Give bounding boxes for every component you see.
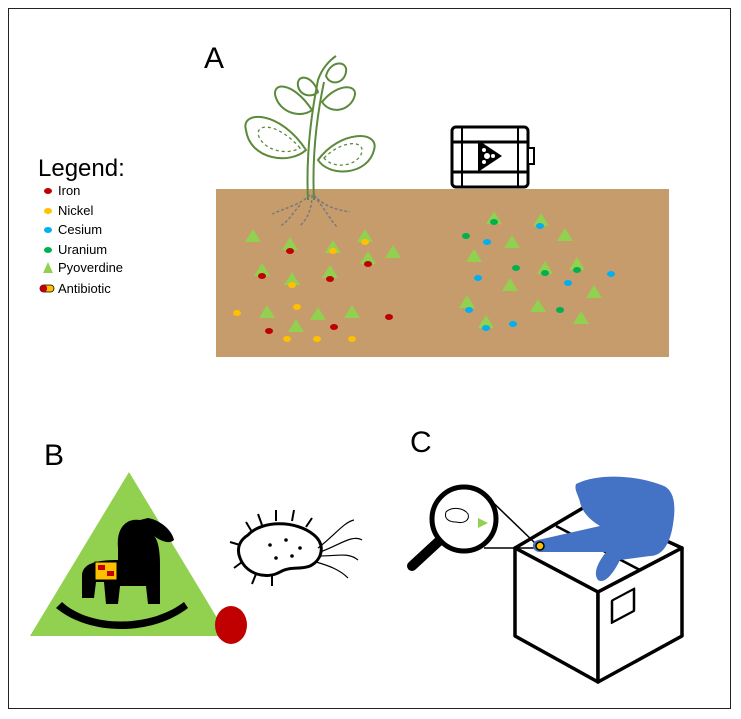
iron-marker — [326, 276, 334, 282]
legend-label: Cesium — [58, 222, 102, 237]
legend-label: Antibiotic — [58, 281, 111, 296]
pyoverdine-marker — [284, 272, 300, 285]
legend: Legend: IronNickelCesiumUraniumPyoverdin… — [38, 155, 125, 296]
pyoverdine-marker — [557, 228, 573, 241]
iron-marker — [286, 248, 294, 254]
contact-point — [535, 541, 545, 551]
pyoverdine-marker — [344, 305, 360, 318]
cesium-marker — [564, 280, 572, 286]
pyoverdine-marker — [282, 237, 298, 250]
legend-label: Pyoverdine — [58, 260, 123, 275]
legend-label: Iron — [58, 183, 80, 198]
radioactive-barrel-icon — [450, 125, 535, 189]
pyoverdine-marker — [325, 240, 341, 253]
legend-item-cesium: Cesium — [44, 222, 102, 237]
legend-swatch — [44, 188, 52, 194]
pyoverdine-marker — [466, 249, 482, 262]
pyoverdine-marker — [245, 229, 261, 242]
panel-label-a: A — [204, 42, 224, 75]
pyoverdine-marker — [573, 311, 589, 324]
uranium-marker — [573, 267, 581, 273]
pyoverdine-marker — [310, 307, 326, 320]
cesium-marker — [465, 307, 473, 313]
uranium-marker — [541, 270, 549, 276]
nickel-marker — [293, 304, 301, 310]
cesium-marker — [474, 275, 482, 281]
legend-item-nickel: Nickel — [44, 203, 94, 218]
pyoverdine-marker — [322, 265, 338, 278]
legend-item-pyoverdine: Pyoverdine — [43, 260, 123, 275]
legend-swatch — [44, 247, 52, 253]
pyoverdine-marker — [385, 245, 401, 258]
panel-label-c: C — [410, 426, 432, 459]
pyoverdine-marker — [569, 257, 585, 270]
legend-swatch — [44, 227, 52, 233]
legend-item-uranium: Uranium — [44, 242, 107, 257]
nickel-marker — [233, 310, 241, 316]
cesium-marker — [536, 223, 544, 229]
legend-swatch-half — [40, 285, 47, 292]
pyoverdine-marker — [360, 251, 376, 264]
iron-marker — [265, 328, 273, 334]
pyoverdine-marker — [486, 211, 502, 224]
legend-title: Legend: — [38, 155, 125, 182]
figure-frame — [8, 8, 731, 709]
legend-swatch — [44, 208, 52, 214]
pyoverdine-marker — [586, 285, 602, 298]
legend-item-iron: Iron — [44, 183, 80, 198]
iron-marker — [385, 314, 393, 320]
magnifying-glass-icon — [407, 484, 537, 571]
pyoverdine-marker — [459, 295, 475, 308]
nickel-marker — [361, 239, 369, 245]
gloved-hand-icon — [532, 476, 675, 582]
pyoverdine-marker — [288, 319, 304, 332]
soil-particles — [233, 211, 615, 342]
pyoverdine-marker — [259, 305, 275, 318]
nickel-marker — [329, 248, 337, 254]
cesium-marker — [607, 271, 615, 277]
legend-swatch — [43, 262, 53, 273]
cesium-marker — [509, 321, 517, 327]
nickel-marker — [348, 336, 356, 342]
panel-label-b: B — [44, 439, 64, 472]
pyoverdine-marker — [533, 213, 549, 226]
cesium-marker — [483, 239, 491, 245]
pyoverdine-marker — [254, 263, 270, 276]
uranium-marker — [462, 233, 470, 239]
cesium-marker — [482, 325, 490, 331]
rocking-horse-icon — [56, 518, 188, 629]
iron-marker — [330, 324, 338, 330]
legend-item-antibiotic: Antibiotic — [39, 281, 111, 296]
soil-block — [216, 189, 669, 357]
pyoverdine-marker — [504, 235, 520, 248]
nickel-marker — [288, 282, 296, 288]
pyoverdine-marker — [502, 278, 518, 291]
iron-marker — [364, 261, 372, 267]
bacterium-icon — [229, 509, 363, 586]
uranium-marker — [556, 307, 564, 313]
legend-label: Nickel — [58, 203, 94, 218]
pyoverdine-marker — [357, 229, 373, 242]
nickel-marker — [313, 336, 321, 342]
pyoverdine-marker — [537, 261, 553, 274]
legend-label: Uranium — [58, 242, 107, 257]
uranium-marker — [490, 219, 498, 225]
iron-marker — [258, 273, 266, 279]
pyoverdine-marker — [478, 315, 494, 328]
pyoverdine-marker — [530, 299, 546, 312]
iron-ion — [215, 606, 247, 644]
nickel-marker — [283, 336, 291, 342]
plant-icon — [244, 55, 376, 229]
uranium-marker — [512, 265, 520, 271]
